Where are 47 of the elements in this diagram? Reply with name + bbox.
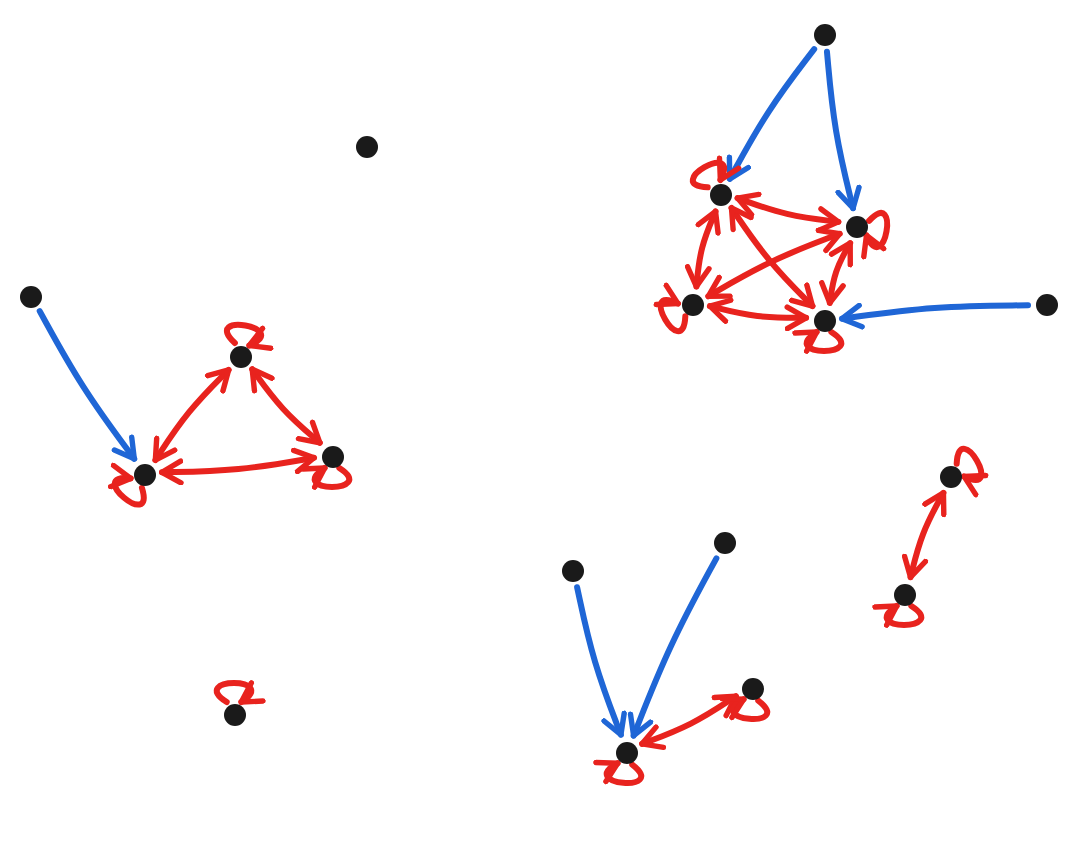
- self-loop-arrow: [653, 283, 689, 335]
- graph-node: [561, 559, 583, 581]
- graph-node: [615, 741, 637, 763]
- self-loop-arrow: [792, 328, 845, 355]
- graph-node: [845, 215, 867, 237]
- double-arrow: [706, 297, 810, 332]
- arrow: [838, 302, 1032, 330]
- graph-node: [741, 677, 763, 699]
- double-arrow: [639, 693, 739, 751]
- self-loop-arrow: [953, 445, 989, 497]
- graph-node: [321, 445, 343, 467]
- double-arrow: [901, 489, 947, 581]
- self-loop-arrow: [300, 464, 353, 491]
- self-loop-arrow: [719, 696, 771, 722]
- graph-node: [223, 703, 245, 725]
- graph-node: [1035, 293, 1057, 315]
- arrow: [36, 308, 138, 462]
- self-loop-arrow: [213, 679, 266, 706]
- self-loop-arrow: [223, 321, 274, 349]
- self-loop-arrow: [872, 602, 925, 629]
- double-arrow: [728, 204, 816, 310]
- double-arrow: [249, 366, 323, 446]
- graph-node: [355, 135, 377, 157]
- graph-node: [681, 293, 703, 315]
- self-loop-arrow: [863, 209, 891, 260]
- double-arrow: [819, 240, 854, 306]
- graph-node: [939, 465, 961, 487]
- double-arrow: [684, 208, 721, 290]
- self-loop-arrow: [593, 760, 645, 786]
- double-arrow: [158, 447, 318, 486]
- graph-node: [813, 309, 835, 331]
- self-loop-arrow: [689, 155, 741, 191]
- arrow: [574, 584, 627, 738]
- graph-node: [229, 345, 251, 367]
- graph-node: [893, 583, 915, 605]
- double-arrow: [734, 191, 842, 234]
- graph-node: [19, 285, 41, 307]
- graph-node: [709, 183, 731, 205]
- double-arrow: [152, 366, 232, 464]
- graph-node: [713, 531, 735, 553]
- self-loop-arrow: [108, 464, 147, 508]
- arrow: [726, 46, 818, 182]
- graph-node: [813, 23, 835, 45]
- arrow: [627, 555, 720, 739]
- arrow: [823, 48, 862, 212]
- graph-node: [133, 463, 155, 485]
- double-arrow: [705, 227, 843, 300]
